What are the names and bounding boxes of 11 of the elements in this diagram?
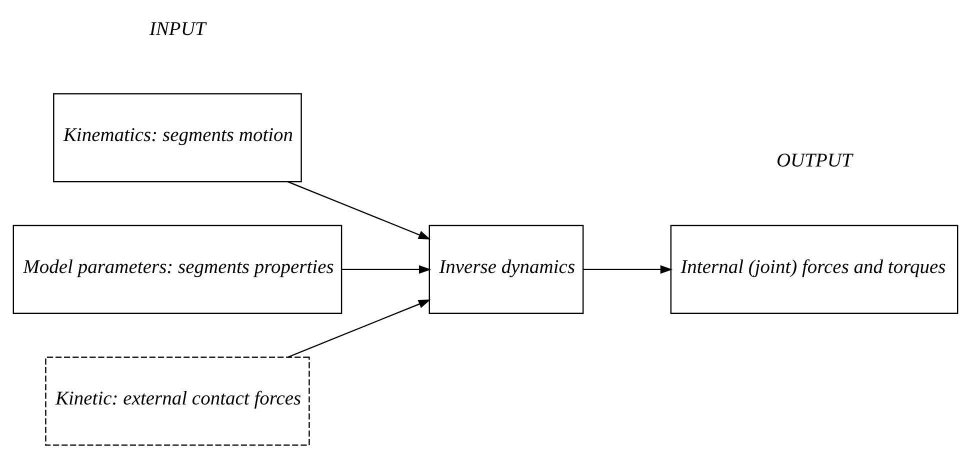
node-box: Kinematics: segments motion — [53, 93, 302, 182]
node-box: Kinetic: external contact forces — [45, 356, 310, 446]
arrow — [342, 265, 432, 274]
node-box: Internal (joint) forces and torques — [670, 224, 958, 314]
node-box: Model parameters: segments properties — [12, 224, 342, 314]
arrow — [583, 265, 673, 274]
arrow — [288, 299, 431, 358]
arrow — [288, 181, 431, 240]
node-box: Inverse dynamics — [428, 224, 584, 314]
label: INPUT — [149, 18, 206, 40]
label: OUTPUT — [776, 150, 852, 172]
